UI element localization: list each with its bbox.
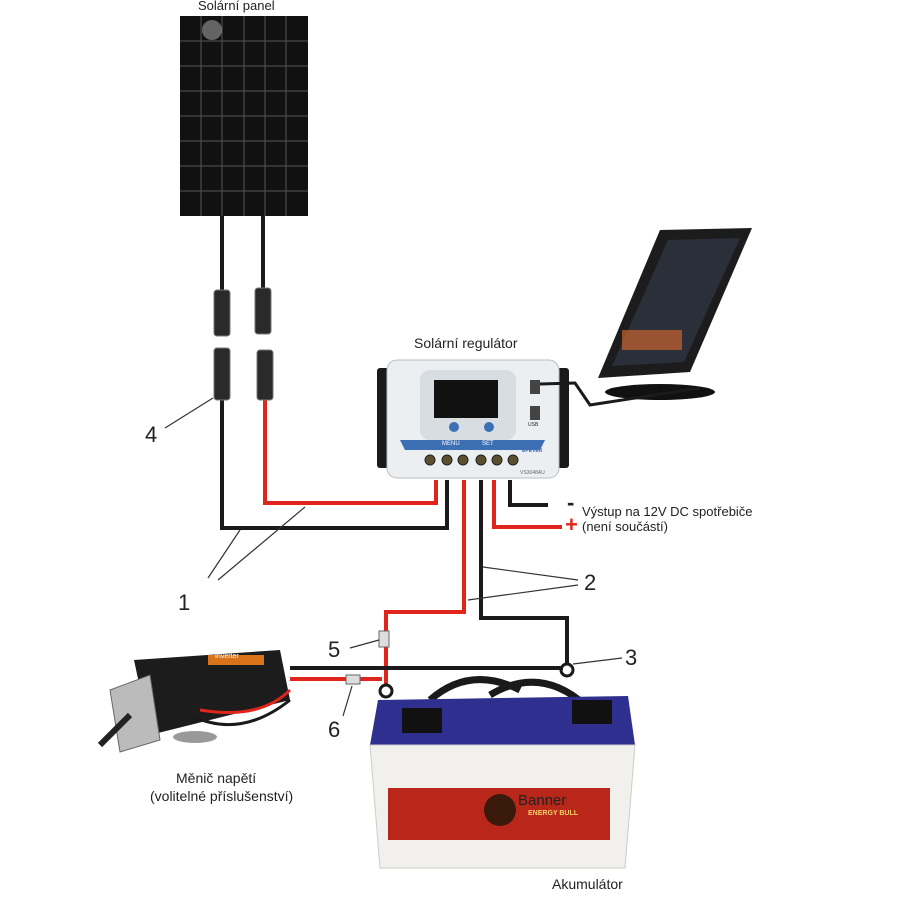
regulator-set-label: SET bbox=[482, 441, 494, 447]
inverter-label: Měnič napětí bbox=[176, 770, 257, 786]
battery-brand: Banner bbox=[518, 792, 567, 809]
load-cables bbox=[492, 480, 562, 529]
load-output-label: Výstup na 12V DC spotřebiče bbox=[582, 504, 753, 519]
solar-regulator bbox=[377, 359, 569, 479]
inverter-note: (volitelné příslušenství) bbox=[150, 788, 294, 804]
load-output-note: (není součástí) bbox=[582, 519, 668, 534]
callout-lines bbox=[164, 397, 623, 717]
battery-line: ENERGY BULL bbox=[528, 810, 579, 817]
regulator-model: VS3048AU bbox=[520, 470, 545, 476]
regulator-label: Solární regulátor bbox=[414, 335, 518, 351]
callout-6: 6 bbox=[328, 717, 341, 742]
battery bbox=[369, 676, 636, 869]
battery-label: Akumulátor bbox=[552, 876, 623, 892]
callout-3: 3 bbox=[625, 645, 638, 670]
callout-1: 1 bbox=[178, 590, 191, 615]
minus-sign: - bbox=[567, 490, 575, 515]
regulator-menu-label: MENU bbox=[442, 441, 460, 447]
inverter-brand: Inverter bbox=[215, 653, 239, 660]
fuse-5 bbox=[378, 630, 390, 648]
panel-cables bbox=[220, 216, 449, 530]
callout-4: 4 bbox=[145, 422, 158, 447]
callout-2: 2 bbox=[584, 570, 597, 595]
mc4-connectors bbox=[213, 287, 274, 401]
callout-5: 5 bbox=[328, 637, 341, 662]
plus-sign: + bbox=[565, 512, 578, 537]
smartphone bbox=[539, 228, 752, 407]
battery-cables bbox=[290, 480, 575, 699]
regulator-usb-label: USB bbox=[528, 422, 539, 428]
fuse-6 bbox=[345, 674, 361, 685]
regulator-brand: EPEVER bbox=[522, 448, 543, 454]
solar-panel-label: Solární panel bbox=[198, 0, 275, 13]
solar-panel bbox=[180, 16, 308, 216]
inverter bbox=[97, 650, 292, 753]
